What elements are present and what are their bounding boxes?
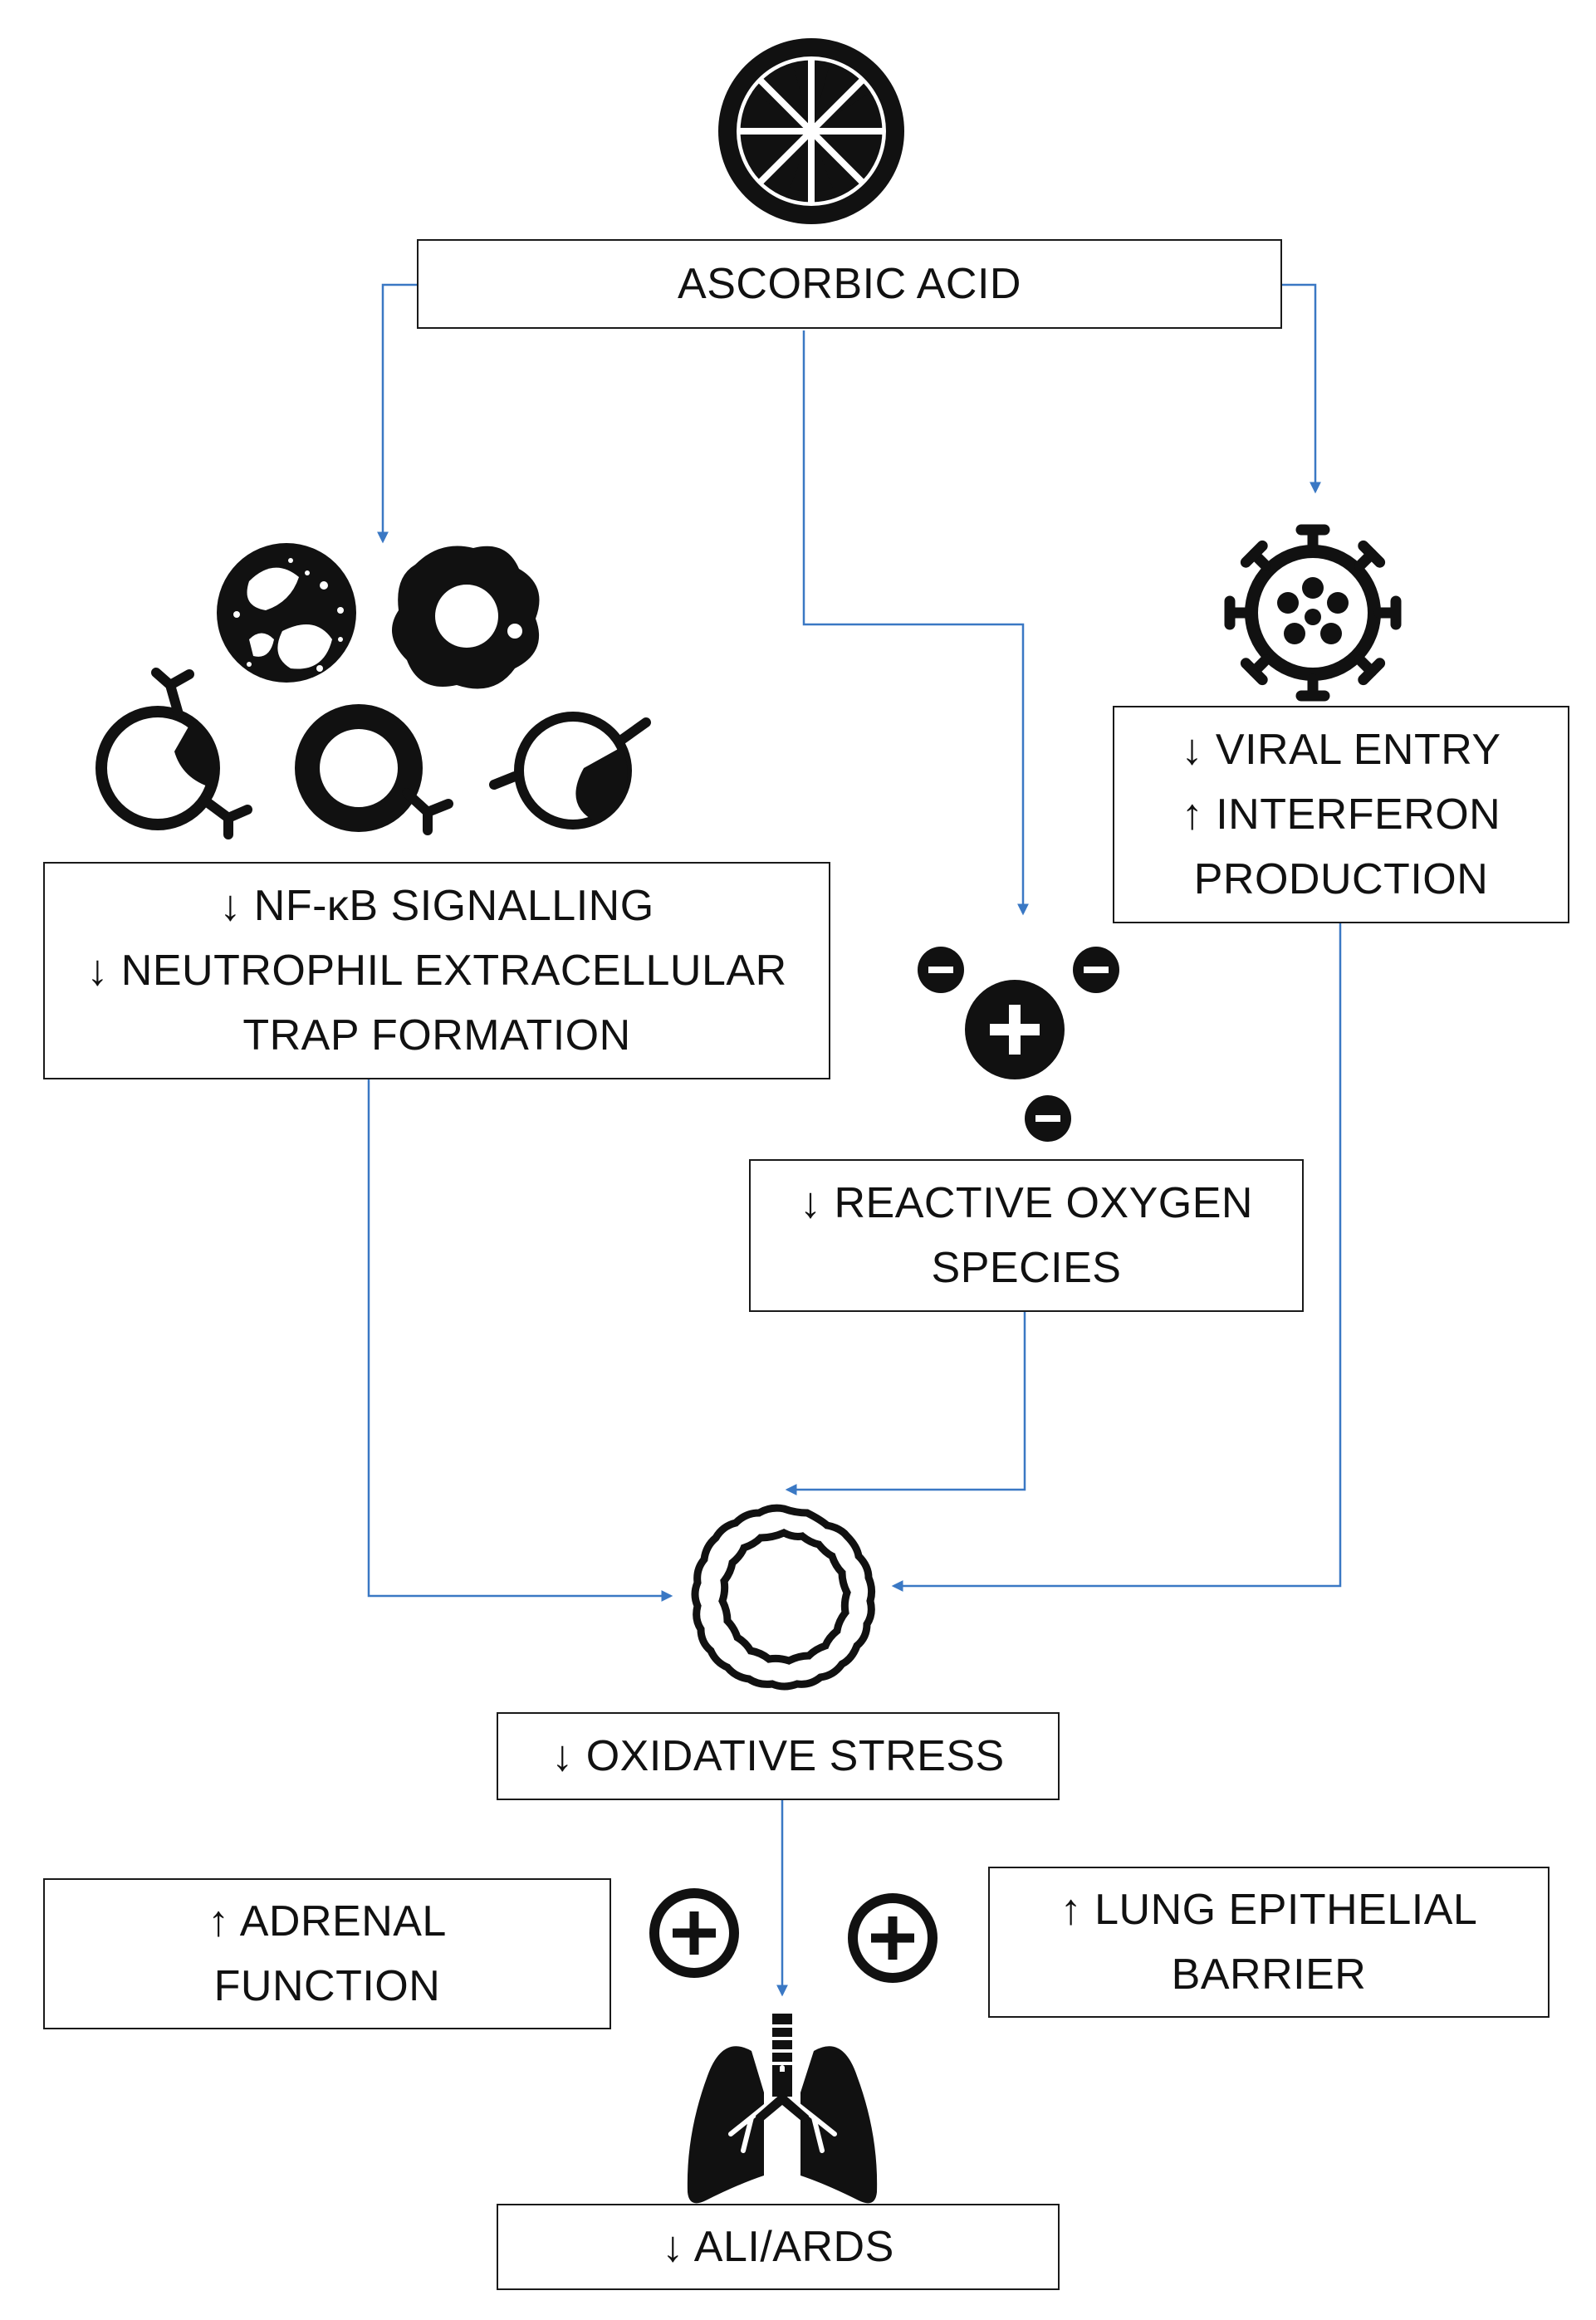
connector-ascorbic-to-ros xyxy=(802,330,1029,916)
node-label: ↓ NEUTROPHIL EXTRACELLULAR xyxy=(86,947,787,995)
node-reactive-oxygen-species: ↓ REACTIVE OXYGEN SPECIES xyxy=(749,1159,1304,1312)
connector-viral-to-oxidative xyxy=(891,922,1342,1592)
plus-circle-icon xyxy=(649,1888,739,1978)
node-label: SPECIES xyxy=(931,1244,1122,1292)
lungs-icon xyxy=(687,2014,878,2204)
node-lung-epithelial-barrier: ↑ LUNG EPITHELIAL BARRIER xyxy=(988,1867,1549,2018)
node-label: ↓ NF-κB SIGNALLING xyxy=(219,882,654,930)
node-label: ASCORBIC ACID xyxy=(678,260,1021,308)
node-label: ↓ VIRAL ENTRY xyxy=(1181,726,1501,774)
node-label: ↓ OXIDATIVE STRESS xyxy=(551,1732,1005,1780)
node-label: ↑ ADRENAL xyxy=(208,1897,447,1946)
plus-circle-icon xyxy=(848,1893,938,1983)
lemon-slice-icon xyxy=(718,38,904,224)
immune-cells-icon xyxy=(95,543,651,839)
node-label: BARRIER xyxy=(1171,1950,1367,1999)
node-oxidative-stress: ↓ OXIDATIVE STRESS xyxy=(497,1712,1060,1800)
node-viral-effects: ↓ VIRAL ENTRY ↑ INTERFERON PRODUCTION xyxy=(1113,706,1569,923)
connector-ascorbic-to-immune xyxy=(377,283,417,544)
node-label: ↓ REACTIVE OXYGEN xyxy=(800,1179,1253,1227)
free-radical-icon xyxy=(918,947,1119,1142)
node-adrenal-function: ↑ ADRENAL FUNCTION xyxy=(43,1878,611,2029)
blood-vessel-icon xyxy=(691,1504,876,1691)
node-ali-ards: ↓ ALI/ARDS xyxy=(497,2204,1060,2290)
node-immune-effects: ↓ NF-κB SIGNALLING ↓ NEUTROPHIL EXTRACEL… xyxy=(43,862,830,1079)
connector-immune-to-oxidative xyxy=(367,1079,673,1602)
connector-ascorbic-to-viral xyxy=(1280,283,1321,494)
node-label: PRODUCTION xyxy=(1193,855,1489,903)
node-ascorbic-acid: ASCORBIC ACID xyxy=(417,239,1282,329)
node-label: ↓ ALI/ARDS xyxy=(662,2223,894,2271)
node-label: TRAP FORMATION xyxy=(242,1011,631,1060)
node-label: ↑ LUNG EPITHELIAL xyxy=(1060,1886,1478,1934)
node-label: FUNCTION xyxy=(213,1962,441,2010)
node-label: ↑ INTERFERON xyxy=(1181,790,1501,839)
virus-icon xyxy=(1224,524,1402,702)
connector-ros-to-oxidative xyxy=(785,1310,1026,1495)
